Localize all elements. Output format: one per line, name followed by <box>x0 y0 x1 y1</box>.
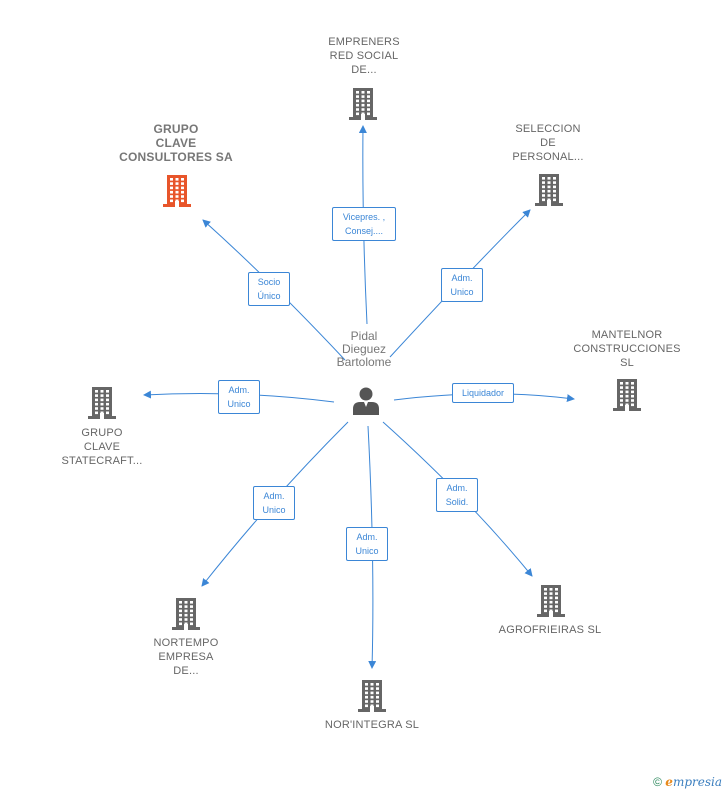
building-icon[interactable] <box>534 172 564 206</box>
role-box[interactable]: Adm. Unico <box>441 268 483 302</box>
building-icon[interactable] <box>87 385 117 419</box>
role-box[interactable]: Adm. Unico <box>253 486 295 520</box>
copyright-credit: © empresia <box>653 775 722 789</box>
company-label[interactable]: MANTELNOR CONSTRUCCIONES SL <box>573 329 681 369</box>
building-icon[interactable] <box>162 173 192 207</box>
company-label[interactable]: GRUPO CLAVE STATECRAFT... <box>61 427 143 467</box>
company-label[interactable]: EMPRENERS RED SOCIAL DE... <box>328 36 400 76</box>
company-label[interactable]: NOR'INTEGRA SL <box>324 719 420 731</box>
brand-name: mpresia <box>672 775 722 789</box>
role-box[interactable]: Liquidador <box>452 383 514 403</box>
copyright-symbol: © <box>653 775 662 789</box>
company-label[interactable]: SELECCION DE PERSONAL... <box>512 123 584 163</box>
building-icon[interactable] <box>348 86 378 120</box>
role-box[interactable]: Socio Único <box>248 272 290 306</box>
person-icon[interactable] <box>350 384 382 416</box>
role-box[interactable]: Adm. Solid. <box>436 478 478 512</box>
role-box[interactable]: Adm. Unico <box>218 380 260 414</box>
company-label[interactable]: AGROFRIEIRAS SL <box>498 624 602 636</box>
building-icon[interactable] <box>536 583 566 617</box>
role-box[interactable]: Vicepres. , Consej.... <box>332 207 396 241</box>
role-box[interactable]: Adm. Unico <box>346 527 388 561</box>
brand-initial: e <box>665 775 673 789</box>
building-icon[interactable] <box>612 377 642 411</box>
building-icon[interactable] <box>357 678 387 712</box>
company-label[interactable]: NORTEMPO EMPRESA DE... <box>153 637 219 677</box>
company-label-highlighted[interactable]: GRUPO CLAVE CONSULTORES SA <box>119 122 233 164</box>
person-name[interactable]: Pidal Dieguez Bartolome <box>336 329 392 369</box>
building-icon[interactable] <box>171 596 201 630</box>
